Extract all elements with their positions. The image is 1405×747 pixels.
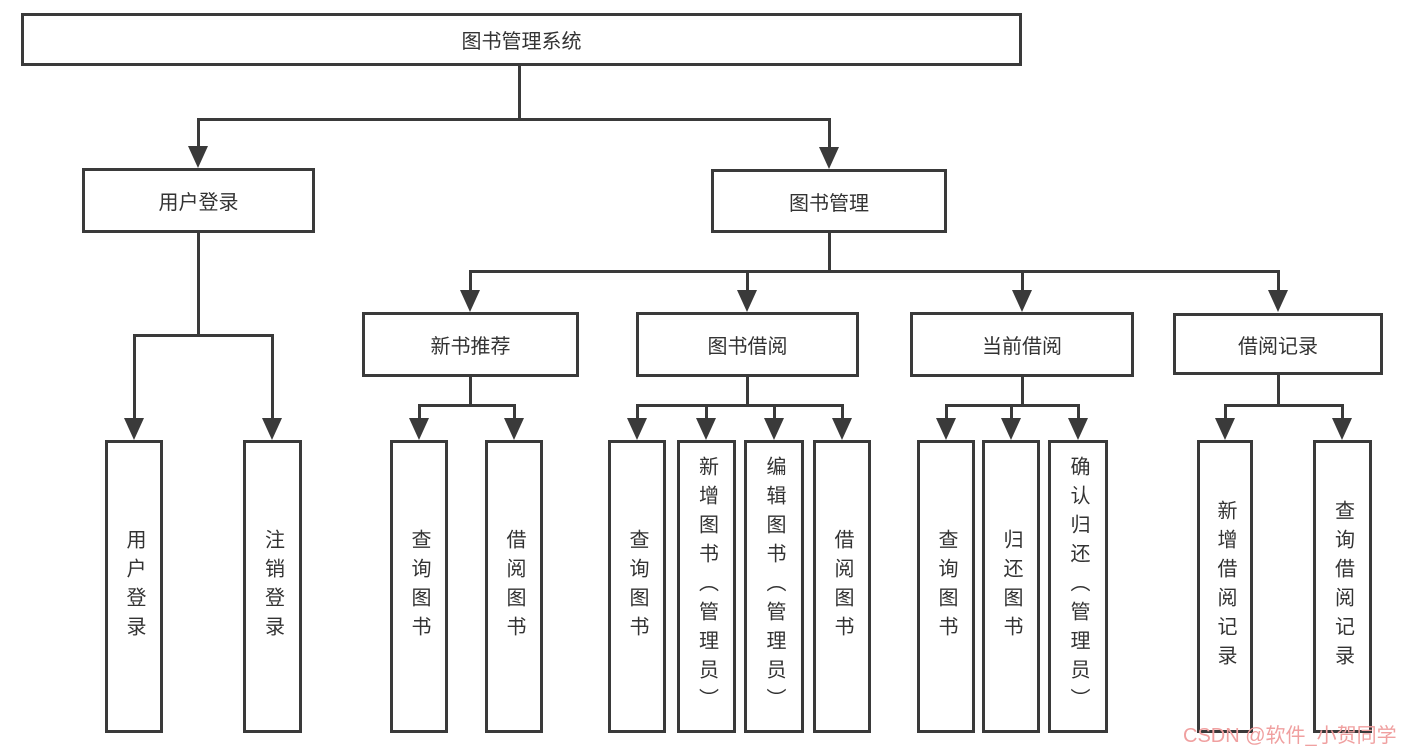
connector-line bbox=[1224, 404, 1343, 407]
arrowhead-down-icon bbox=[1332, 418, 1352, 440]
arrowhead-down-icon bbox=[936, 418, 956, 440]
connector-line bbox=[636, 404, 639, 421]
leaf-label: 用户登录 bbox=[123, 528, 145, 645]
connector-line bbox=[133, 334, 136, 422]
connector-line bbox=[469, 377, 472, 406]
leaf-query-borrow-record: 查询借阅记录 bbox=[1313, 440, 1372, 733]
node-borrow-records: 借阅记录 bbox=[1173, 313, 1383, 375]
leaf-confirm-return-admin: 确认归还（管理员） bbox=[1048, 440, 1108, 733]
connector-line bbox=[828, 118, 831, 149]
leaf-label: 编辑图书（管理员） bbox=[763, 456, 785, 717]
connector-line bbox=[1277, 375, 1280, 406]
connector-line bbox=[518, 66, 521, 118]
connector-line bbox=[1021, 270, 1024, 292]
arrowhead-down-icon bbox=[188, 146, 208, 168]
arrowhead-down-icon bbox=[262, 418, 282, 440]
connector-line bbox=[1224, 404, 1227, 421]
connector-line bbox=[197, 118, 831, 121]
leaf-label: 注销登录 bbox=[261, 528, 284, 645]
connector-line bbox=[197, 118, 200, 148]
arrowhead-down-icon bbox=[124, 418, 144, 440]
leaf-return-book: 归还图书 bbox=[982, 440, 1040, 733]
leaf-query-books-current: 查询图书 bbox=[917, 440, 975, 733]
connector-line bbox=[197, 233, 200, 334]
leaf-label: 借阅图书 bbox=[503, 528, 525, 645]
node-book-management: 图书管理 bbox=[711, 169, 947, 233]
arrowhead-down-icon bbox=[1012, 290, 1032, 312]
connector-line bbox=[773, 404, 776, 421]
arrowhead-down-icon bbox=[1001, 418, 1021, 440]
leaf-borrow-books-recommend: 借阅图书 bbox=[485, 440, 543, 733]
leaf-label: 归还图书 bbox=[1000, 528, 1022, 645]
connector-line bbox=[636, 404, 844, 407]
leaf-edit-book-admin: 编辑图书（管理员） bbox=[744, 440, 804, 733]
leaf-borrow-books-borrowing: 借阅图书 bbox=[813, 440, 871, 733]
node-root: 图书管理系统 bbox=[21, 13, 1022, 66]
connector-line bbox=[418, 404, 516, 407]
arrowhead-down-icon bbox=[696, 418, 716, 440]
node-book-borrowing: 图书借阅 bbox=[636, 312, 859, 377]
arrowhead-down-icon bbox=[1068, 418, 1088, 440]
connector-line bbox=[945, 404, 948, 421]
arrowhead-down-icon bbox=[1268, 290, 1288, 312]
leaf-label: 查询图书 bbox=[935, 528, 957, 645]
connector-line bbox=[513, 404, 516, 421]
node-current-borrowing: 当前借阅 bbox=[910, 312, 1134, 377]
arrowhead-down-icon bbox=[460, 290, 480, 312]
connector-line bbox=[271, 334, 274, 422]
connector-line bbox=[828, 233, 831, 272]
connector-line bbox=[418, 404, 421, 421]
arrowhead-down-icon bbox=[764, 418, 784, 440]
connector-line bbox=[705, 404, 708, 421]
connector-line bbox=[469, 270, 472, 292]
arrowhead-down-icon bbox=[832, 418, 852, 440]
connector-line bbox=[746, 270, 749, 292]
connector-line bbox=[469, 270, 1280, 273]
arrowhead-down-icon bbox=[409, 418, 429, 440]
arrowhead-down-icon bbox=[1215, 418, 1235, 440]
connector-line bbox=[1021, 377, 1024, 406]
connector-line bbox=[1341, 404, 1344, 421]
arrowhead-down-icon bbox=[504, 418, 524, 440]
connector-line bbox=[1077, 404, 1080, 421]
connector-line bbox=[746, 377, 749, 406]
leaf-label: 新增图书（管理员） bbox=[695, 456, 718, 717]
leaf-label: 查询图书 bbox=[408, 528, 430, 645]
connector-line bbox=[1010, 404, 1013, 421]
csdn-watermark: CSDN @软件_小贺同学 bbox=[1183, 725, 1397, 747]
leaf-label: 查询图书 bbox=[626, 528, 648, 645]
connector-line bbox=[841, 404, 844, 421]
node-user-login: 用户登录 bbox=[82, 168, 315, 233]
leaf-add-borrow-record: 新增借阅记录 bbox=[1197, 440, 1253, 733]
leaf-query-books-borrowing: 查询图书 bbox=[608, 440, 666, 733]
arrowhead-down-icon bbox=[819, 147, 839, 169]
leaf-label: 新增借阅记录 bbox=[1214, 499, 1236, 674]
leaf-user-login: 用户登录 bbox=[105, 440, 163, 733]
connector-line bbox=[133, 334, 274, 337]
connector-line bbox=[1277, 270, 1280, 292]
arrowhead-down-icon bbox=[737, 290, 757, 312]
leaf-query-books-recommend: 查询图书 bbox=[390, 440, 448, 733]
arrowhead-down-icon bbox=[627, 418, 647, 440]
leaf-label: 确认归还（管理员） bbox=[1067, 456, 1089, 717]
leaf-label: 借阅图书 bbox=[831, 528, 853, 645]
leaf-label: 查询借阅记录 bbox=[1331, 499, 1354, 674]
leaf-logout: 注销登录 bbox=[243, 440, 302, 733]
leaf-add-book-admin: 新增图书（管理员） bbox=[677, 440, 736, 733]
node-new-book-recommend: 新书推荐 bbox=[362, 312, 579, 377]
